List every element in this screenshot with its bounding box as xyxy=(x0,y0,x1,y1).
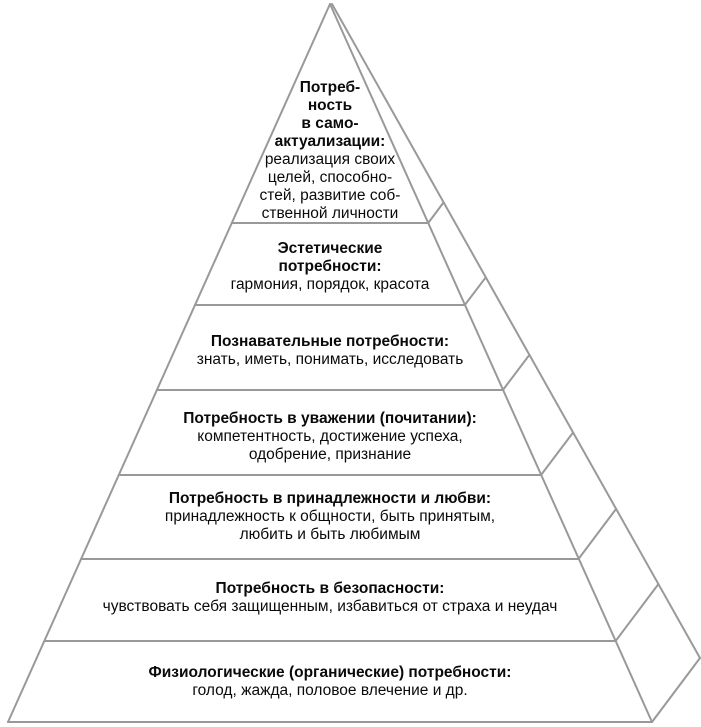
level-4-esteem-needs: Потребность в уважении (почитании): комп… xyxy=(183,410,477,464)
level-5-title-line: Потребность в принадлежности и любви: xyxy=(168,490,492,507)
step-connector-6 xyxy=(614,583,660,642)
level-2-body-line: гармония, порядок, красота xyxy=(230,276,430,293)
level-4-title-line: Потребность в уважении (почитании): xyxy=(183,410,477,427)
pyramid-left-edge xyxy=(7,3,331,723)
level-1-title-line: Потреб- xyxy=(299,79,361,96)
level-7-physiological-needs: Физиологические (органические) потребнос… xyxy=(149,664,512,700)
level-7-body-line: голод, жажда, половое влечение и др. xyxy=(192,682,468,699)
level-1-self-actualization: Потреб- ность в само- актуализации: реал… xyxy=(260,79,401,223)
level-6-safety-needs: Потребность в безопасности: чувствовать … xyxy=(103,580,558,616)
level-1-title-line: ность xyxy=(307,97,353,114)
level-5-belonging-love-needs: Потребность в принадлежности и любви: пр… xyxy=(165,490,495,544)
level-1-title-line: актуализации: xyxy=(274,133,386,150)
level-1-body-line: стей, развитие соб- xyxy=(259,187,401,204)
level-3-body-line: знать, иметь, понимать, исследовать xyxy=(196,351,464,368)
level-1-title-line: в само- xyxy=(301,115,359,132)
pyramid-step-bottom-edge xyxy=(651,657,701,723)
step-connector-5 xyxy=(577,507,618,560)
level-3-title-line: Познавательные потребности: xyxy=(210,333,450,350)
level-4-body-line: компетентность, достижение успеха, xyxy=(197,428,463,445)
level-2-title-line: Эстетические xyxy=(277,240,383,257)
level-3-cognitive-needs: Познавательные потребности: знать, иметь… xyxy=(197,333,464,369)
level-4-body-line: одобрение, признание xyxy=(248,446,412,463)
pyramid-inner-right-edge xyxy=(329,3,653,723)
step-connector-3 xyxy=(501,353,531,391)
level-1-body-line: реализация своих xyxy=(264,151,396,168)
level-2-aesthetic-needs: Эстетические потребности: гармония, поря… xyxy=(231,240,430,294)
level-1-body-line: целей, способно- xyxy=(267,169,393,186)
step-connector-4 xyxy=(540,431,575,476)
level-5-body-line: принадлежность к общности, быть принятым… xyxy=(164,508,496,525)
level-2-title-line: потребности: xyxy=(278,258,382,275)
level-5-body-line: любить и быть любимым xyxy=(239,526,421,543)
step-connector-2 xyxy=(463,276,487,306)
pyramid-outer-right-edge xyxy=(331,3,701,659)
level-7-title-line: Физиологические (органические) потребнос… xyxy=(148,664,512,681)
level-6-body-line: чувствовать себя защищенным, избавиться … xyxy=(102,598,558,615)
level-1-body-line: ственной личности xyxy=(261,205,399,222)
step-connector-1 xyxy=(427,201,445,224)
level-6-title-line: Потребность в безопасности: xyxy=(215,580,445,597)
